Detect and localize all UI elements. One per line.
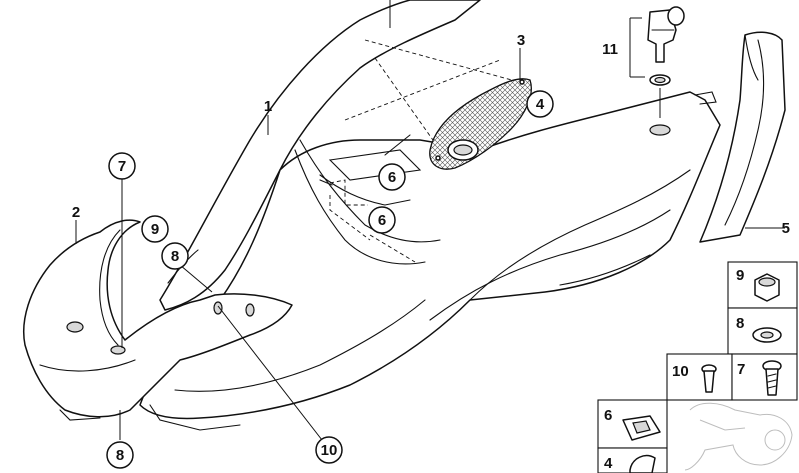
callout-6-upper: 6 [378,163,406,191]
callout-10: 10 [315,436,343,464]
svg-text:8: 8 [116,447,124,464]
callout-11: 11 [602,41,618,58]
legend-label-9: 9 [736,267,744,284]
part-1-rear-frame [139,0,721,431]
part-11-valve-assembly [629,6,685,118]
callout-4: 4 [526,90,554,118]
legend-label-4: 4 [604,455,613,472]
svg-text:8: 8 [171,248,179,265]
legend-label-7: 7 [737,361,745,378]
legend-label-10: 10 [672,363,689,380]
svg-text:7: 7 [118,158,126,175]
callout-7: 7 [108,152,136,180]
svg-text:6: 6 [378,212,386,229]
callout-3: 3 [517,32,525,49]
svg-text:11: 11 [602,41,618,58]
legend-label-8: 8 [736,315,744,332]
svg-text:10: 10 [321,442,338,459]
callout-9: 9 [141,215,169,243]
callout-8-lower: 8 [106,441,134,469]
svg-text:4: 4 [536,96,545,113]
fastener-legend [597,261,798,473]
callout-8-upper: 8 [161,242,189,270]
callout-6-lower: 6 [368,206,396,234]
svg-text:9: 9 [151,221,159,238]
callout-1: 1 [264,98,272,115]
svg-text:6: 6 [388,169,396,186]
leader-lines [75,0,785,441]
svg-text:3: 3 [517,32,525,49]
svg-text:5: 5 [782,220,790,237]
svg-text:2: 2 [72,204,80,221]
legend-label-6: 6 [604,407,612,424]
part-5-side-panel [699,31,786,243]
callout-2: 2 [72,204,80,221]
part-3-grille-plate [429,78,532,170]
svg-text:1: 1 [264,98,272,115]
callout-5: 5 [782,220,790,237]
